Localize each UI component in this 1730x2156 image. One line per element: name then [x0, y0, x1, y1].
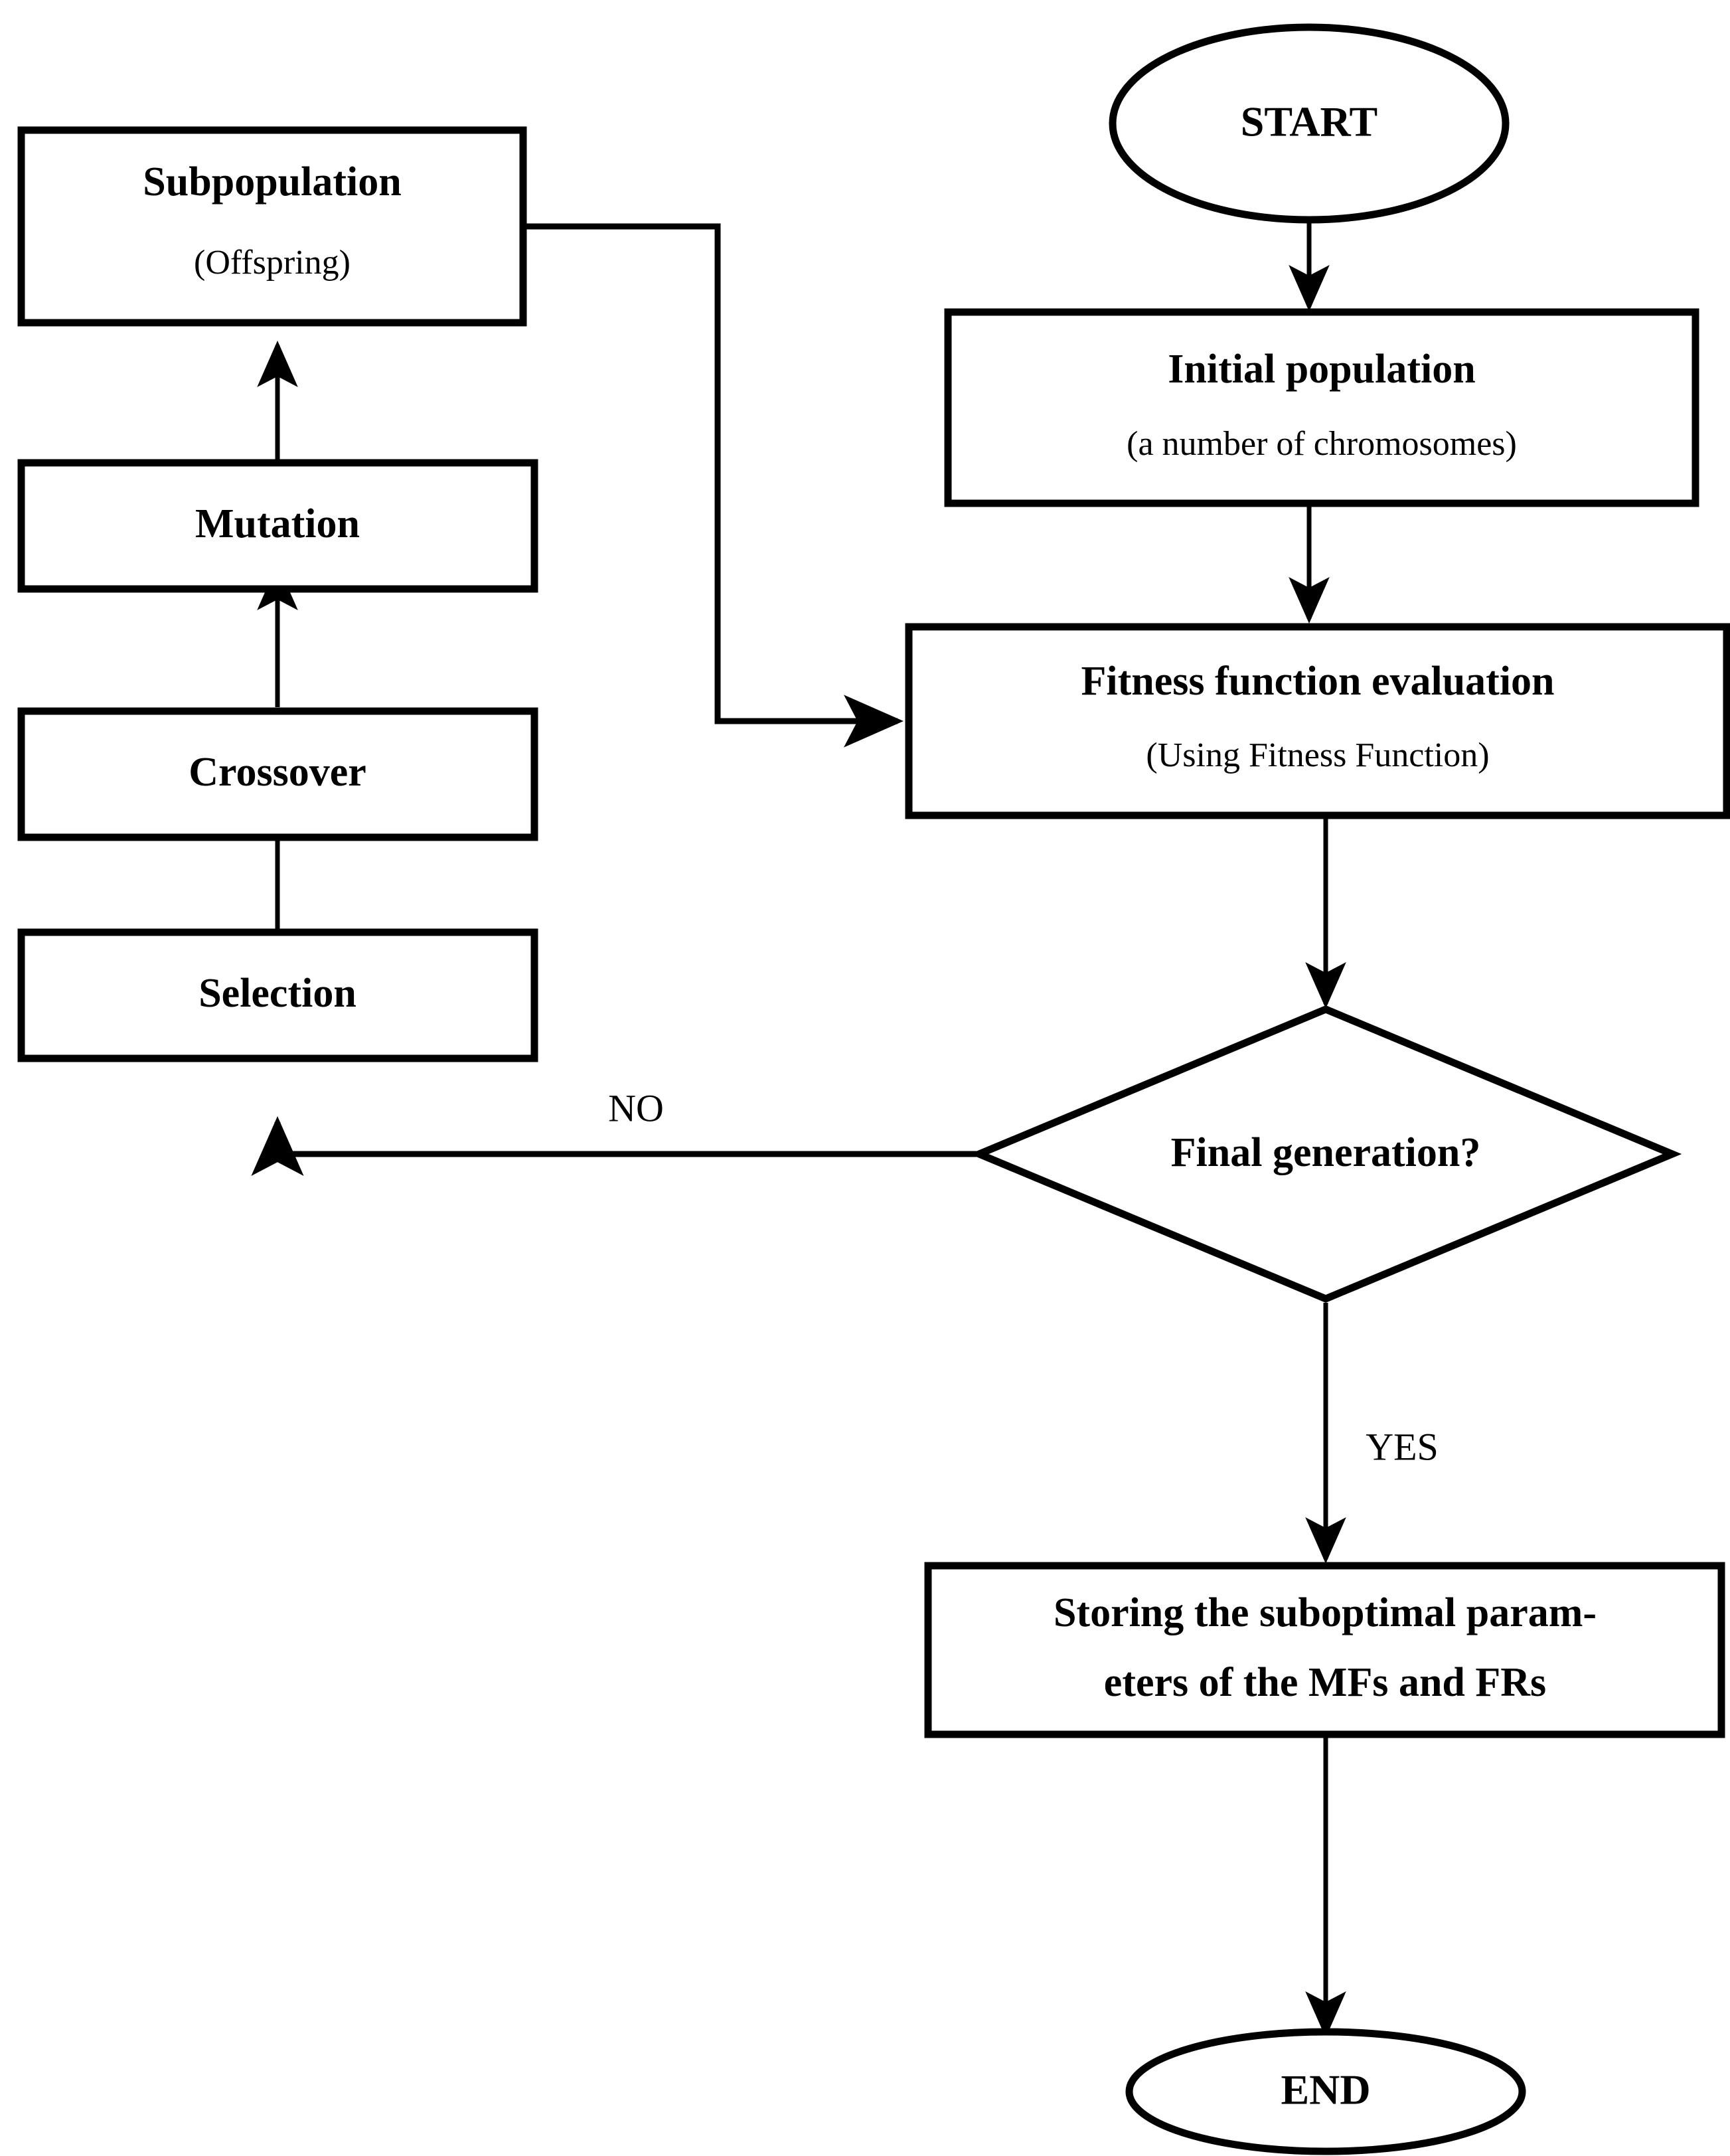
- node-crossover[interactable]: Crossover: [17, 707, 538, 841]
- node-final-generation[interactable]: Final generation?: [969, 1005, 1682, 1303]
- node-end-label: END: [1281, 2066, 1370, 2114]
- node-subpopulation[interactable]: Subpopulation (Offspring): [17, 126, 527, 327]
- node-end[interactable]: END: [1125, 2028, 1526, 2155]
- edge-final-generation-no-to-selection: [251, 1116, 979, 1176]
- node-mutation[interactable]: Mutation: [17, 459, 538, 593]
- node-initial-population[interactable]: Initial population (a number of chromoso…: [944, 308, 1699, 507]
- node-selection[interactable]: Selection: [17, 928, 538, 1062]
- node-storing-parameters-line2: eters of the MFs and FRs: [1104, 1660, 1546, 1705]
- node-mutation-label: Mutation: [195, 501, 360, 546]
- edge-subpopulation-to-fitness: [523, 223, 904, 748]
- edge-label-no: NO: [608, 1086, 664, 1129]
- node-subpopulation-label: Subpopulation: [143, 159, 401, 205]
- edge-label-yes: YES: [1366, 1425, 1439, 1468]
- node-subpopulation-sublabel: (Offspring): [194, 244, 351, 282]
- node-fitness-evaluation-label: Fitness function evaluation: [1081, 659, 1554, 704]
- node-crossover-label: Crossover: [189, 750, 366, 795]
- node-storing-parameters[interactable]: Storing the suboptimal param- eters of t…: [924, 1562, 1725, 1738]
- node-storing-parameters-line1: Storing the suboptimal param-: [1054, 1590, 1597, 1635]
- node-fitness-evaluation-sublabel: (Using Fitness Function): [1146, 736, 1489, 774]
- node-final-generation-label: Final generation?: [1171, 1130, 1481, 1175]
- node-selection-label: Selection: [198, 971, 356, 1016]
- node-initial-population-label: Initial population: [1168, 347, 1475, 392]
- node-initial-population-sublabel: (a number of chromosomes): [1127, 425, 1517, 463]
- node-start-label: START: [1241, 98, 1377, 145]
- node-fitness-evaluation[interactable]: Fitness function evaluation (Using Fitne…: [905, 623, 1730, 819]
- node-start[interactable]: START: [1109, 23, 1510, 224]
